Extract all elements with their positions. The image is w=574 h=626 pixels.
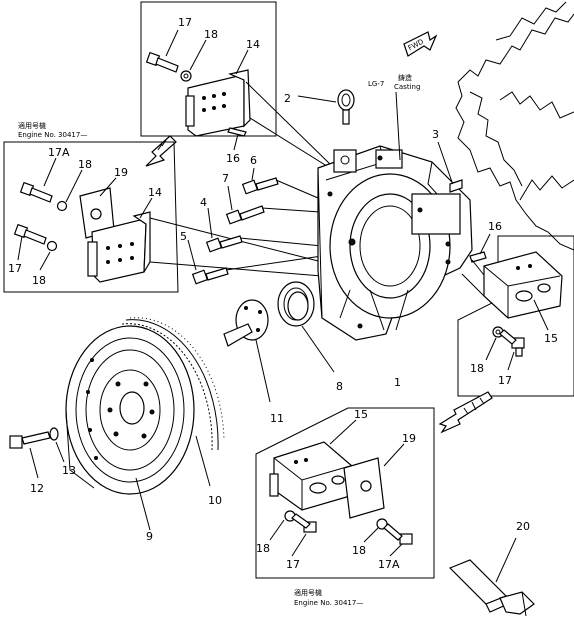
- top-bracket-14: [185, 69, 251, 137]
- bolt-7: [225, 205, 265, 225]
- label-1: 1: [394, 376, 401, 389]
- label-6: 6: [250, 154, 257, 167]
- top-washer-18: [180, 70, 192, 82]
- label-19-bottom: 19: [402, 432, 416, 445]
- bottom-bolt-17A: [383, 523, 413, 545]
- label-18-left-lower: 18: [32, 274, 46, 287]
- label-17A-bottom: 17A: [378, 558, 400, 571]
- label-3: 3: [432, 128, 439, 141]
- engine-no-left: Engine No. 30417—: [18, 131, 87, 139]
- label-9: 9: [146, 530, 153, 543]
- engine-no-bottom: Engine No. 30417—: [294, 599, 363, 607]
- label-20: 20: [516, 520, 530, 533]
- flywheel-9: [65, 325, 195, 495]
- fwd-direction-arrow: FWD: [403, 31, 438, 57]
- left-washer-18-lower: [46, 240, 58, 252]
- label-13: 13: [62, 464, 76, 477]
- engine-block-outline: [455, 1, 574, 251]
- label-2: 2: [284, 92, 291, 105]
- bolt-6: [241, 177, 279, 195]
- bolt-4: [205, 235, 243, 253]
- hatched-arrow-right: [438, 391, 493, 434]
- right-bracket-15: [483, 251, 563, 319]
- bolt-5: [191, 267, 229, 285]
- label-17-left: 17: [8, 262, 22, 275]
- label-18-top: 18: [204, 28, 218, 41]
- label-16-right: 16: [488, 220, 502, 233]
- label-17-top: 17: [178, 16, 192, 29]
- bottom-bolt-17: [291, 513, 317, 533]
- label-14-top: 14: [246, 38, 260, 51]
- label-8: 8: [336, 380, 343, 393]
- label-18-left-upper: 18: [78, 158, 92, 171]
- label-7: 7: [222, 172, 229, 185]
- label-17-right: 17: [498, 374, 512, 387]
- label-16-top: 16: [226, 152, 240, 165]
- label-17-bottom: 17: [286, 558, 300, 571]
- lifting-eye-2: [337, 89, 355, 125]
- label-4: 4: [200, 196, 207, 209]
- label-10: 10: [208, 494, 222, 507]
- engine-no-left-cn: 適用号機: [18, 121, 46, 130]
- tool-20: [448, 559, 535, 617]
- left-washer-18-upper: [56, 200, 68, 212]
- top-pin-16: [227, 127, 247, 137]
- label-19-left: 19: [114, 166, 128, 179]
- label-17A-left: 17A: [48, 146, 70, 159]
- label-18-bottom-right: 18: [352, 544, 366, 557]
- label-18-bottom-left: 18: [256, 542, 270, 555]
- label-18-right: 18: [470, 362, 484, 375]
- left-inset-box: [3, 141, 179, 293]
- left-bracket-14: [87, 211, 151, 283]
- left-bolt-17A: [19, 181, 53, 203]
- ring-gear-10: [121, 317, 225, 451]
- washer-13: [49, 427, 59, 441]
- right-bolt-17: [499, 329, 525, 357]
- label-5: 5: [180, 230, 187, 243]
- casting-label: Casting: [394, 83, 420, 91]
- left-bolt-17: [13, 223, 47, 245]
- flywheel-bolt-12: [9, 431, 51, 449]
- top-bolt-17: [145, 51, 179, 73]
- bottom-plate-19: [343, 457, 385, 519]
- hatched-arrow-top: [145, 135, 177, 167]
- label-12: 12: [30, 482, 44, 495]
- bottom-washer-18-right: [376, 518, 388, 530]
- flywheel-housing-1: [317, 145, 473, 341]
- casting-code: LG-7: [368, 80, 384, 88]
- engine-no-bottom-cn: 適用号機: [294, 588, 322, 597]
- bottom-bracket-15: [269, 441, 353, 511]
- label-15-right: 15: [544, 332, 558, 345]
- flange-11: [223, 299, 269, 347]
- pin-16-right: [469, 251, 487, 263]
- casting-cn: 鋳造: [398, 73, 412, 82]
- label-14-left: 14: [148, 186, 162, 199]
- dowel-pin-3: [449, 179, 463, 193]
- label-11: 11: [270, 412, 284, 425]
- label-15-bottom: 15: [354, 408, 368, 421]
- bottom-inset-box: [255, 407, 435, 579]
- oil-seal-8: [277, 281, 315, 327]
